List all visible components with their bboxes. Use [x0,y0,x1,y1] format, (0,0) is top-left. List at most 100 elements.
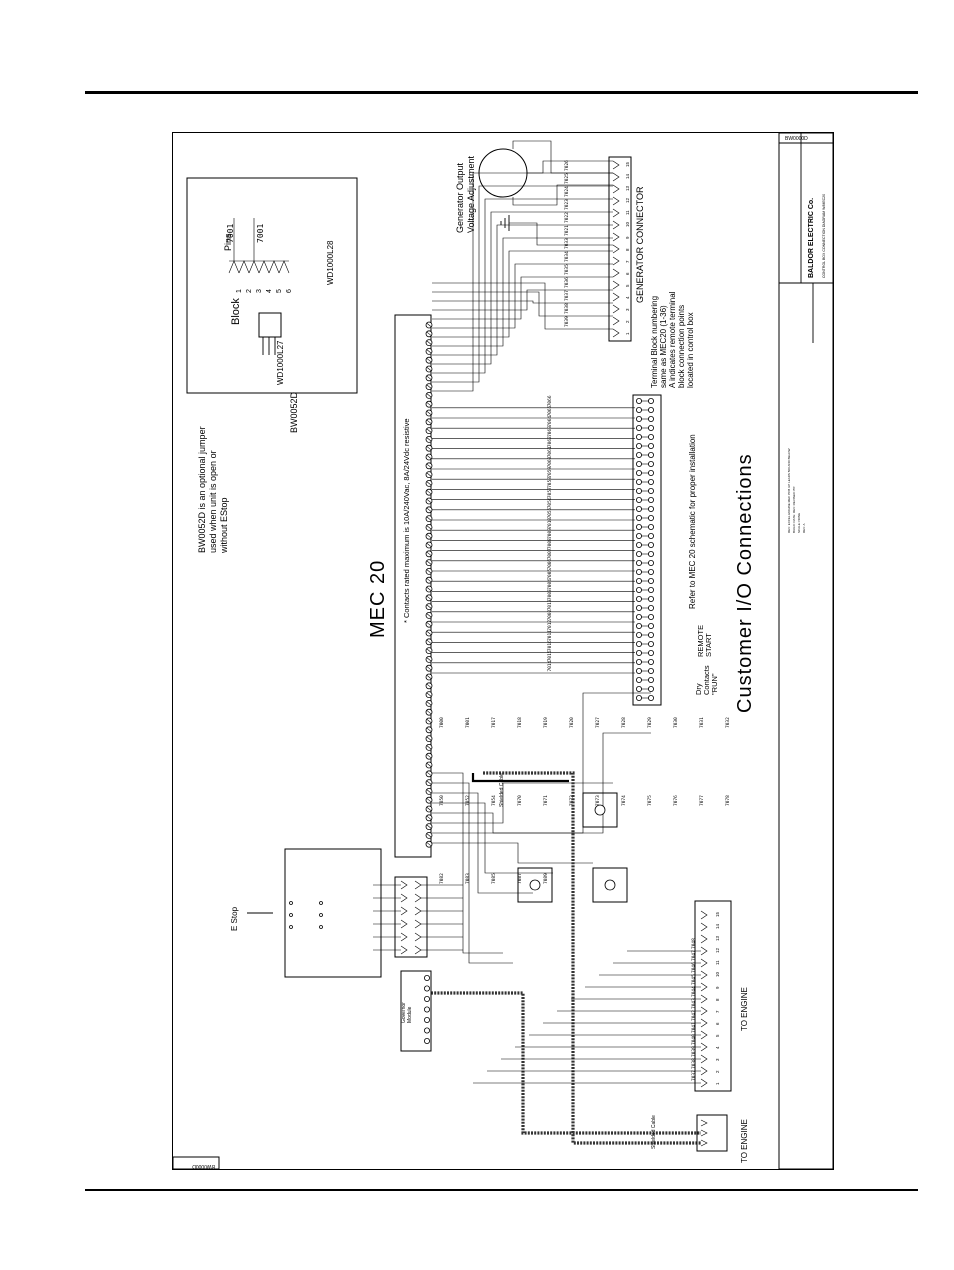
svg-text:REV: EXCEL ENGINE MEC PCB UP L: REV: EXCEL ENGINE MEC PCB UP LEADS 500 A… [787,448,791,533]
wire-run [432,282,613,330]
wire-number: 7012 [547,620,553,631]
remote-terminal [635,613,642,620]
engine-pin [700,1030,708,1040]
svg-text:Terminal Block numbering: Terminal Block numbering [650,296,659,388]
svg-text:7037: 7037 [564,290,570,301]
svg-text:7038: 7038 [564,303,570,314]
remote-terminal [635,695,642,702]
svg-text:7021: 7021 [564,225,570,236]
svg-text:7039: 7039 [691,1046,697,1057]
shielded-cable-label-1: Shielded Cable [499,773,505,807]
svg-text:7057: 7057 [547,487,553,498]
engine-pin [700,982,708,992]
governor-terminal [423,985,430,992]
wire-number: 7002 [547,609,553,620]
svg-text:7033: 7033 [564,238,570,249]
engine-pin [700,922,708,932]
wire-run [432,263,613,329]
svg-text:15: 15 [715,911,720,917]
svg-text:7: 7 [625,260,630,263]
estop-contact [319,925,323,929]
svg-text:7055: 7055 [547,507,553,518]
wire-number: 7032 [725,717,731,728]
remote-terminal [647,595,654,602]
block-terminal [414,932,422,942]
inset-pin-number: 6 [286,289,293,293]
inset-pin-number: 4 [266,289,273,293]
connector-pin [612,316,620,326]
svg-text:14: 14 [625,173,630,179]
relay-body [517,867,553,903]
engine-pin-number: 12 [715,947,720,953]
svg-text:7082: 7082 [439,873,445,884]
wire-number: 7056 [547,497,553,508]
svg-text:7070: 7070 [517,795,523,806]
wire-number: 7074 [621,795,627,806]
svg-text:13: 13 [715,935,720,941]
svg-text:7024: 7024 [564,186,570,197]
wire-number: 7075 [647,795,653,806]
governor-terminal [423,1017,430,1024]
svg-text:7061: 7061 [547,446,553,457]
svg-text:7007: 7007 [547,548,553,559]
wire-number: 7054 [491,795,497,806]
engine-pin [700,1078,708,1088]
svg-text:7056: 7056 [547,497,553,508]
engine-plug-3pin [696,1114,728,1152]
wire-number: 7035 [564,264,570,275]
engine-pin-number: 10 [715,971,720,977]
svg-text:MEC 20: MEC 20 [367,560,389,638]
estop-contact [289,925,293,929]
engine-pin-number: 14 [715,923,720,929]
estop-contact [289,913,293,917]
remote-terminal [647,397,654,404]
svg-text:7045: 7045 [691,974,697,985]
engine-pin-number: 7 [715,1010,720,1013]
block-terminal [414,945,422,955]
remote-terminal [647,568,654,575]
remote-terminal [635,469,642,476]
svg-text:5: 5 [715,1034,720,1037]
remote-terminal [647,613,654,620]
remote-terminal [635,451,642,458]
remote-terminal [635,460,642,467]
engine-pin [700,1006,708,1016]
relay-coil [604,879,616,891]
wire-number: 7060 [547,456,553,467]
inset-pin-contact [268,260,280,274]
remote-terminal [647,659,654,666]
block-terminal [400,945,408,955]
svg-text:7004: 7004 [547,579,553,590]
svg-text:7019: 7019 [543,717,549,728]
remote-terminal [635,668,642,675]
svg-text:4: 4 [715,1046,720,1049]
remote-terminal [647,695,654,702]
engine-pin [700,910,708,920]
svg-text:7077: 7077 [699,795,705,806]
svg-text:7059: 7059 [547,467,553,478]
engine-connector: 1234567891011121314157037703870397040704… [473,900,732,1092]
engine-pin-number: 13 [715,935,720,941]
svg-text:1: 1 [625,332,630,335]
remote-terminal [635,523,642,530]
governor-module-label: Governor Module [401,1002,413,1023]
svg-text:3: 3 [715,1058,720,1061]
wire-number: 7073 [595,795,601,806]
footer-rule [85,1189,918,1191]
remote-terminal [647,650,654,657]
svg-text:13: 13 [625,185,630,191]
svg-text:7048: 7048 [691,938,697,949]
wire-number: 7025 [564,173,570,184]
shielded-cable-runs [431,771,701,1145]
engine-pin-number: 2 [715,1070,720,1073]
svg-text:7018: 7018 [517,717,523,728]
svg-text:8: 8 [625,248,630,251]
svg-text:7016: 7016 [547,640,553,651]
wire-number: 7066 [547,395,553,406]
wire-number: 7039 [691,1046,697,1057]
svg-text:WD1000L27: WD1000L27 [276,340,285,385]
relay-coil [529,879,541,891]
to-engine-label-1: TO ENGINE [740,987,749,1031]
